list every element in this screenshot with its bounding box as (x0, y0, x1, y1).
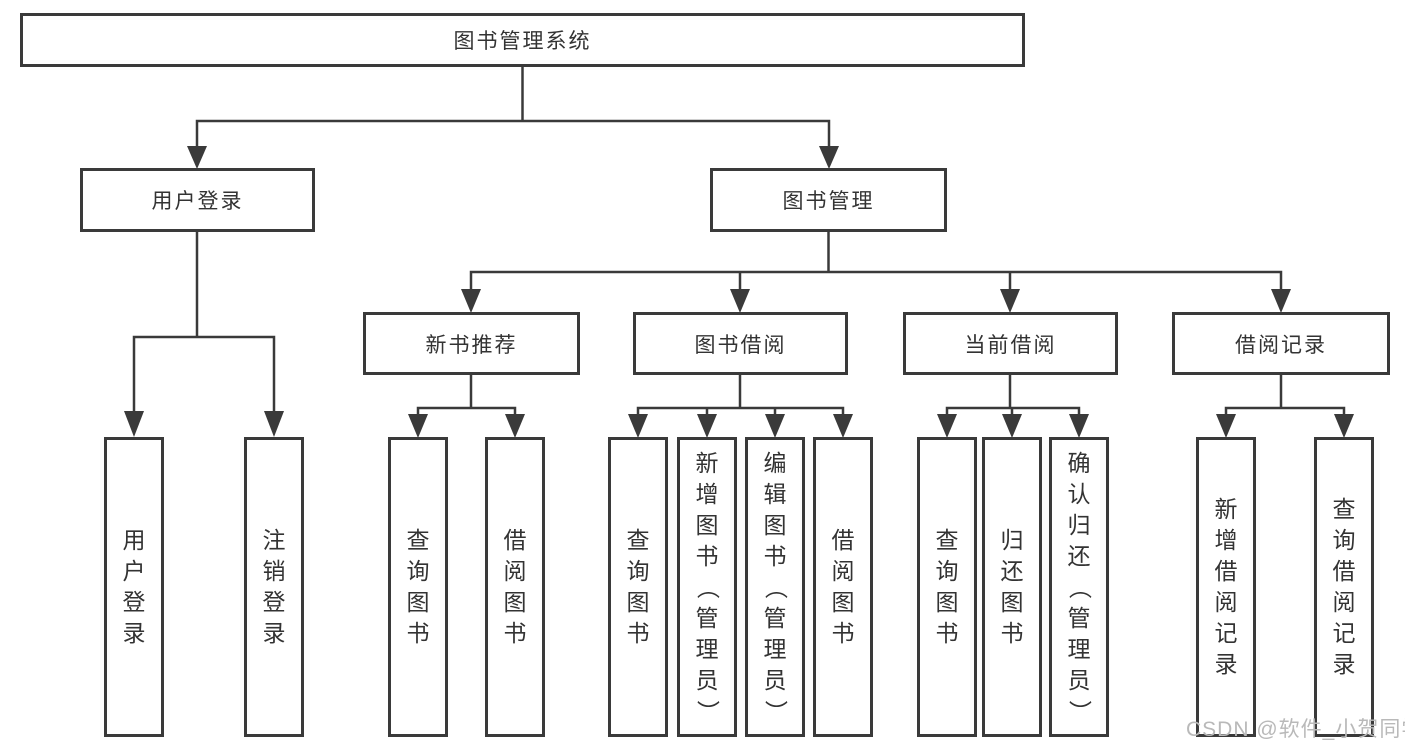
leaf-query-borrow-record: 查询借阅记录 (1314, 437, 1374, 737)
connector-userlogin-bar (132, 335, 276, 413)
connector-bookmgmt-bar (469, 270, 1283, 291)
node-borrowing-records: 借阅记录 (1172, 312, 1390, 375)
connector-records-bar (1224, 406, 1346, 417)
connector-level1-bar (195, 119, 831, 148)
watermark: CSDN @软件_小贺同学 (1186, 718, 1405, 741)
leaf-query-books-borrow: 查询图书 (608, 437, 668, 737)
leaf-borrow-books-recommend: 借阅图书 (485, 437, 545, 737)
connector-newbook-bar (416, 406, 517, 417)
node-book-management: 图书管理 (710, 168, 947, 232)
leaf-return-books: 归还图书 (982, 437, 1042, 737)
arrowheads (124, 146, 1354, 438)
node-root: 图书管理系统 (20, 13, 1025, 67)
connector-borrow-bar (636, 406, 845, 417)
leaf-confirm-return-admin: 确认归还（管理员） (1049, 437, 1109, 737)
leaf-user-login: 用户登录 (104, 437, 164, 737)
leaf-query-books-recommend: 查询图书 (388, 437, 448, 737)
node-book-borrowing: 图书借阅 (633, 312, 848, 375)
leaf-query-books-current: 查询图书 (917, 437, 977, 737)
leaf-edit-books-admin: 编辑图书（管理员） (745, 437, 805, 737)
node-new-book-recommend: 新书推荐 (363, 312, 580, 375)
node-current-borrowing: 当前借阅 (903, 312, 1118, 375)
node-user-login: 用户登录 (80, 168, 315, 232)
leaf-borrow-books: 借阅图书 (813, 437, 873, 737)
leaf-logout: 注销登录 (244, 437, 304, 737)
leaf-add-borrow-record: 新增借阅记录 (1196, 437, 1256, 737)
leaf-add-books-admin: 新增图书（管理员） (677, 437, 737, 737)
